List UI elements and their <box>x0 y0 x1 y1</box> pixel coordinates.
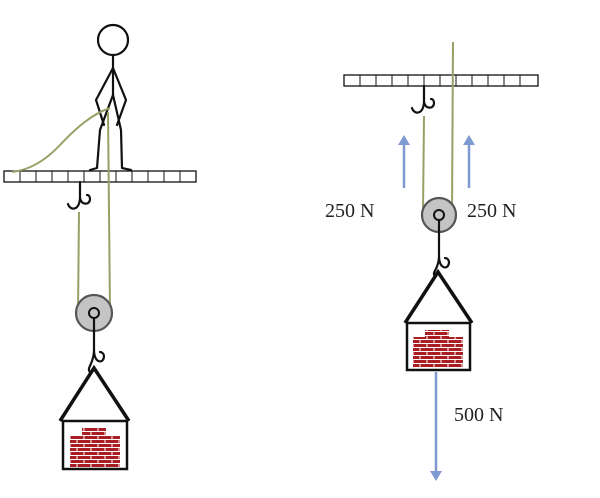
left-load-hook <box>87 316 106 374</box>
right-rope-pull-strand <box>451 41 454 213</box>
right-rope-fixed-strand <box>422 115 425 213</box>
left-force-label: 250 N <box>325 200 374 222</box>
right-force-label: 250 N <box>467 200 516 222</box>
left-panel <box>3 23 197 471</box>
right-ceiling-hook <box>410 84 436 114</box>
load-force-label: 500 N <box>454 404 503 426</box>
left-rope-fixed-strand <box>77 211 80 313</box>
right-ceiling-beam <box>343 74 539 87</box>
left-ceiling-hook <box>66 180 92 210</box>
stick-figure <box>88 23 133 172</box>
left-rope-pull-strand <box>107 111 111 313</box>
left-ceiling-beam <box>3 170 197 183</box>
right-load <box>403 268 474 372</box>
left-load <box>58 364 131 471</box>
right-panel: 250 N 250 N 500 N <box>325 41 539 481</box>
left-rope-trailing <box>11 107 111 173</box>
